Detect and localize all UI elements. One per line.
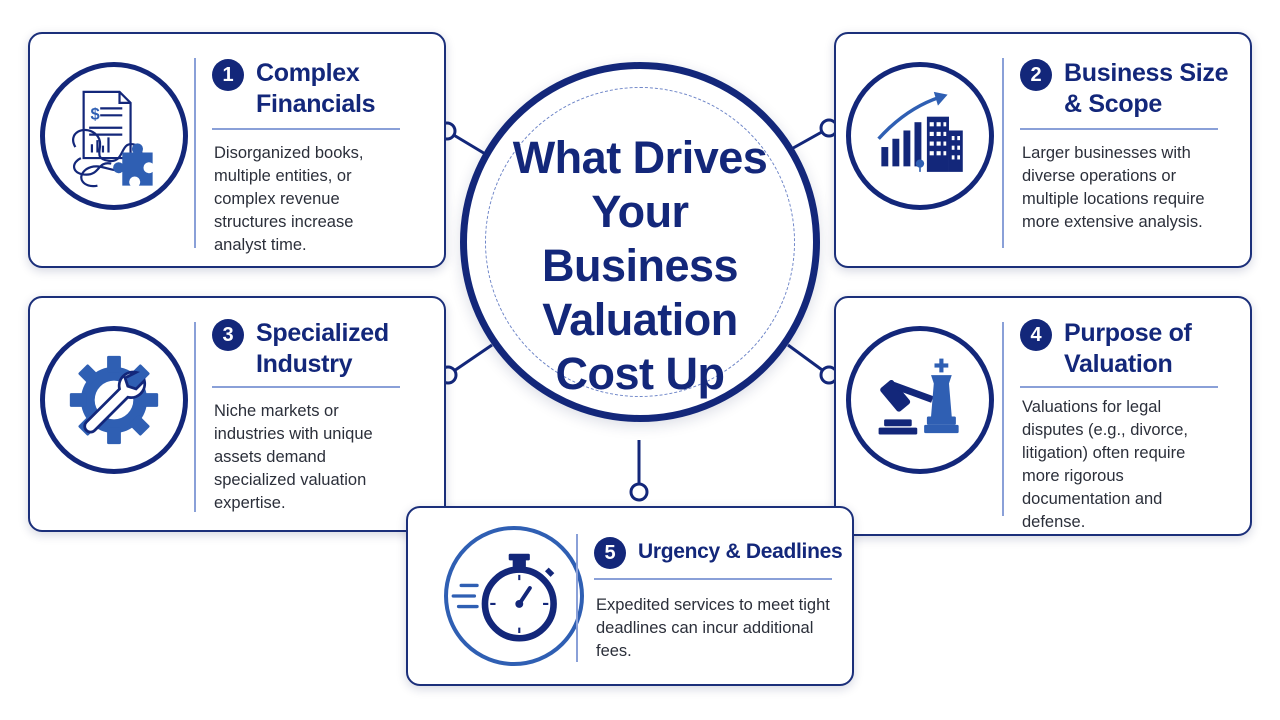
stopwatch-icon: [444, 526, 584, 666]
card-description: Valuations for legal disputes (e.g., div…: [1022, 398, 1188, 531]
center-title: What Drives Your Business Valuation Cost…: [512, 132, 768, 399]
center-dashed-ring: [485, 87, 795, 397]
card-description: Niche markets or industries with unique …: [214, 402, 373, 512]
card-purpose-of-valuation: 4 Purpose of Valuation Valuations for le…: [834, 296, 1252, 536]
title-underline: [1020, 386, 1218, 388]
card-header: 5 Urgency & Deadlines: [594, 536, 844, 569]
card-description: Larger businesses with diverse operation…: [1022, 144, 1205, 231]
card-title: Business Size & Scope: [1064, 59, 1229, 118]
card-divider: [1002, 58, 1004, 248]
card-description: Expedited services to meet tight deadlin…: [596, 596, 830, 660]
card-divider: [1002, 322, 1004, 516]
card-title: Purpose of Valuation: [1064, 319, 1192, 378]
card-header: 1 Complex Financials: [212, 58, 432, 120]
step-number-badge: 4: [1020, 319, 1052, 351]
card-specialized-industry: 3 Specialized Industry Niche markets or …: [28, 296, 446, 532]
title-underline: [212, 128, 400, 130]
title-underline: [594, 578, 832, 580]
svg-text:$: $: [91, 104, 100, 123]
card-title: Complex Financials: [256, 59, 376, 118]
center-hub: What Drives Your Business Valuation Cost…: [460, 62, 820, 422]
card-divider: [576, 534, 578, 662]
connector-node: [629, 482, 649, 502]
step-number-badge: 5: [594, 537, 626, 569]
card-description: Disorganized books, multiple entities, o…: [214, 144, 364, 254]
card-complex-financials: $ 1 Complex Financials Disorganized book…: [28, 32, 446, 268]
card-header: 2 Business Size & Scope: [1020, 58, 1244, 120]
gear-wrench-icon: [40, 326, 188, 474]
card-divider: [194, 58, 196, 248]
step-number-badge: 1: [212, 59, 244, 91]
growth-chart-buildings-icon: [846, 62, 994, 210]
card-header: 3 Specialized Industry: [212, 318, 432, 380]
card-business-size-scope: 2 Business Size & Scope Larger businesse…: [834, 32, 1252, 268]
step-number-badge: 2: [1020, 59, 1052, 91]
title-underline: [1020, 128, 1218, 130]
card-title: Specialized Industry: [256, 319, 389, 378]
step-number-badge: 3: [212, 319, 244, 351]
card-divider: [194, 322, 196, 512]
financial-documents-puzzle-icon: $: [40, 62, 188, 210]
card-header: 4 Purpose of Valuation: [1020, 318, 1244, 380]
gavel-chess-king-icon: [846, 326, 994, 474]
title-underline: [212, 386, 400, 388]
card-title: Urgency & Deadlines: [638, 540, 843, 563]
card-urgency-deadlines: 5 Urgency & Deadlines Expedited services…: [406, 506, 854, 686]
